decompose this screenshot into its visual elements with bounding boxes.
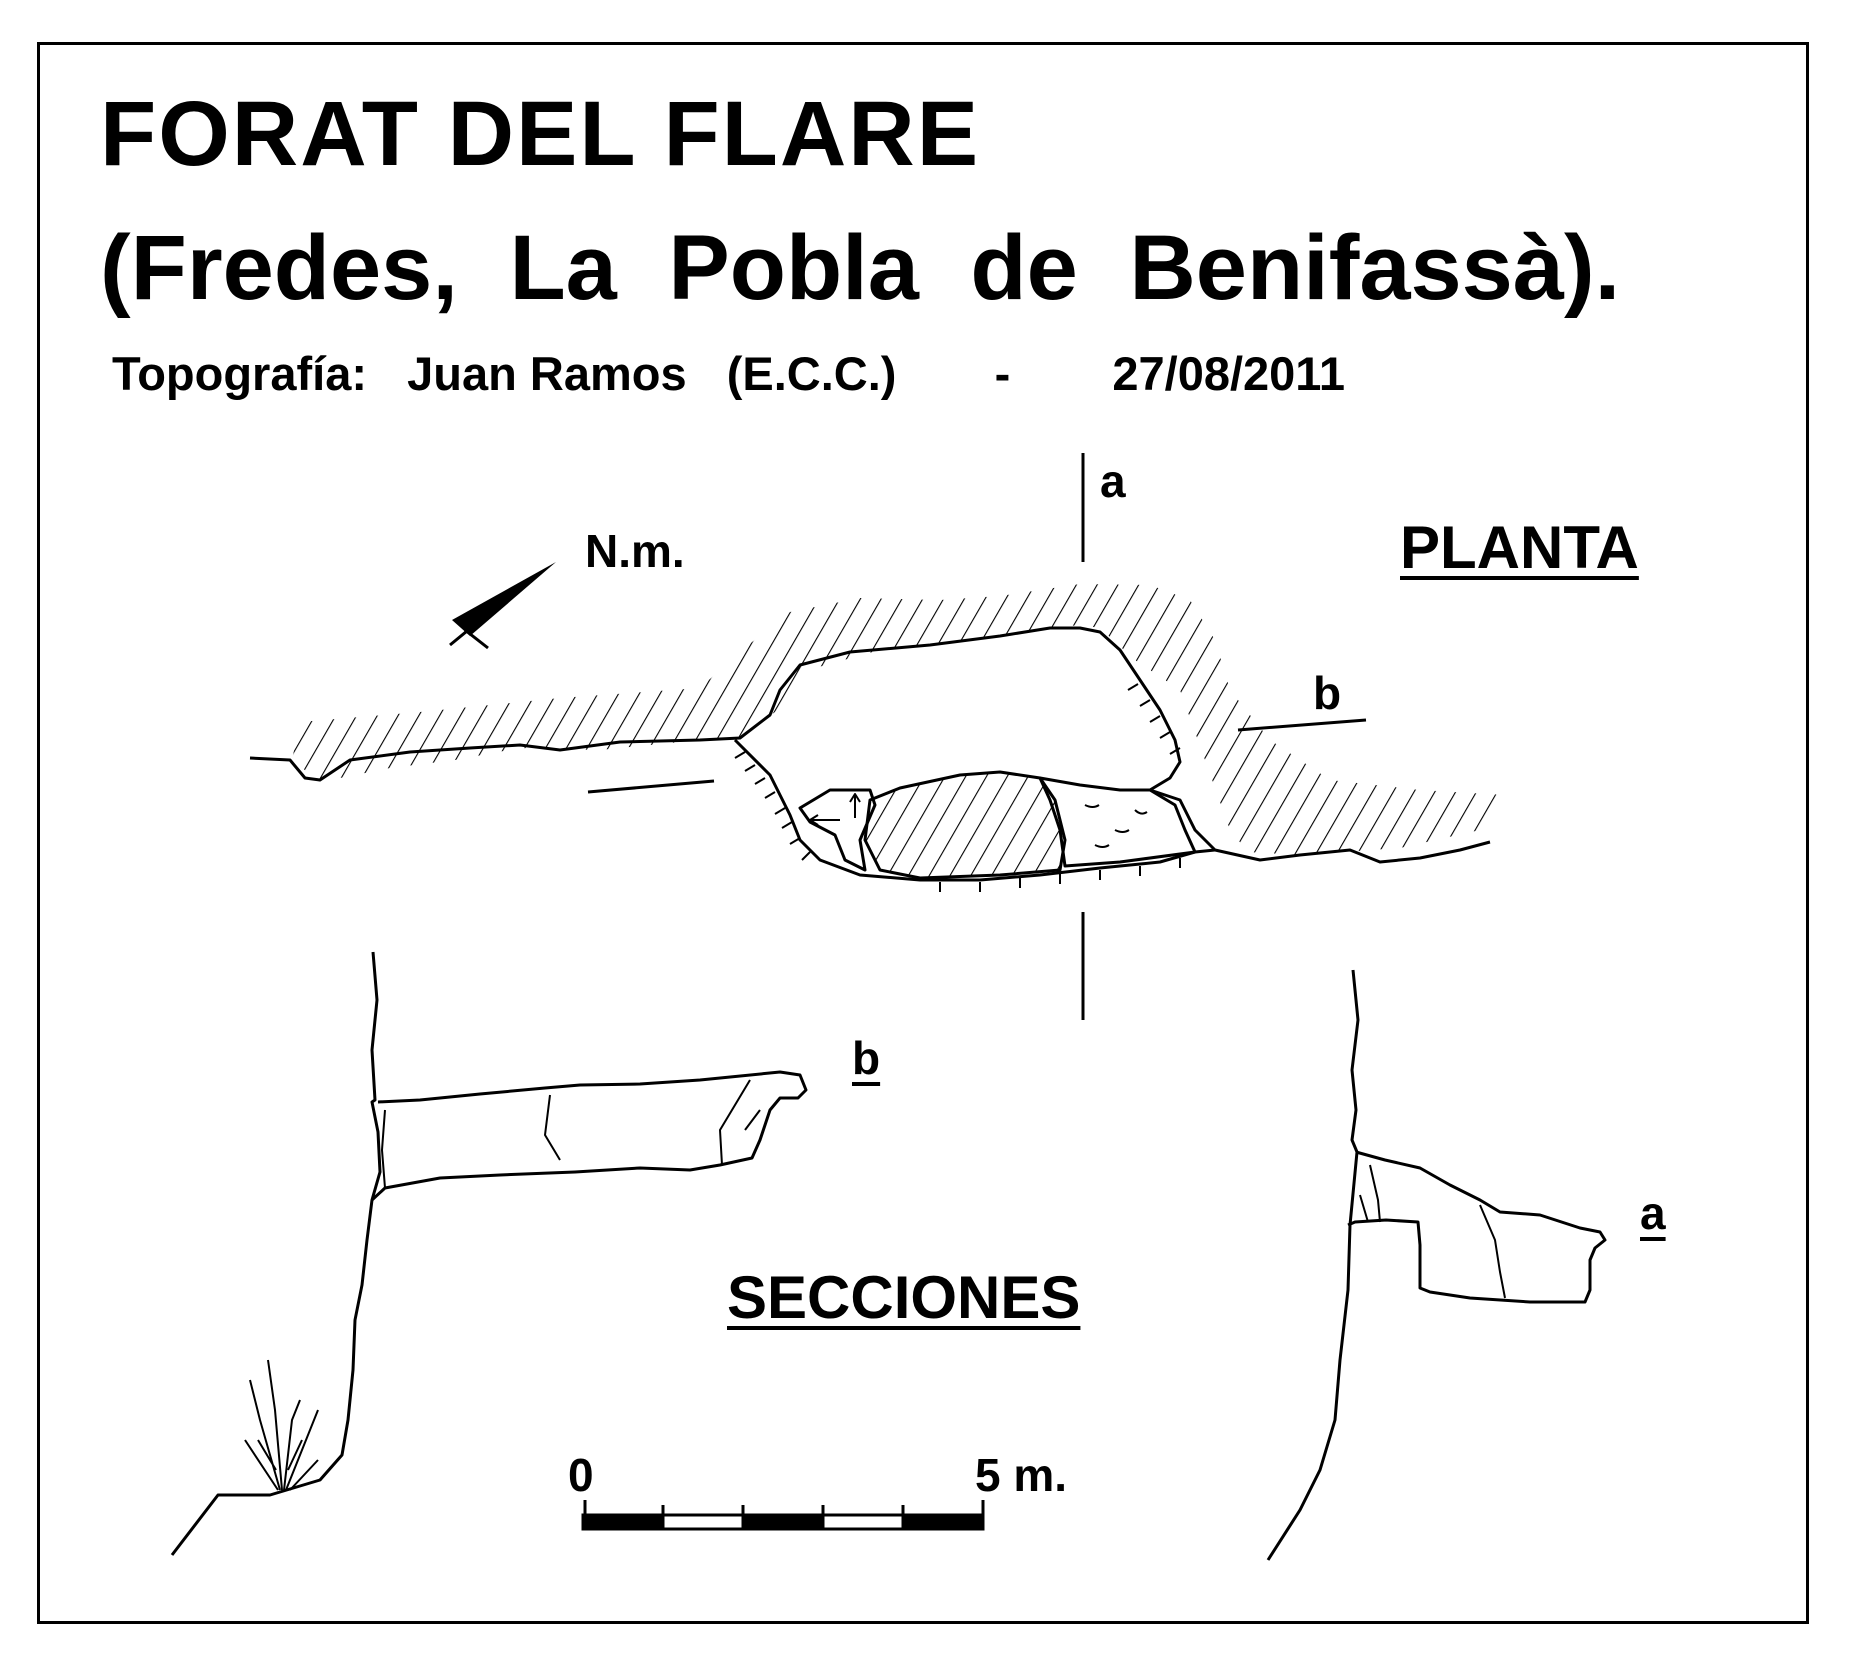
plan-arrow-icon (809, 793, 861, 826)
plan-floor-marks (1084, 804, 1148, 848)
north-arrow-icon (449, 562, 556, 650)
credits-group: (E.C.C.) (726, 347, 897, 400)
survey-credits: Topografía: Juan Ramos (E.C.C.) - 27/08/… (112, 350, 1345, 397)
map-title: FORAT DEL FLARE (100, 83, 981, 185)
credits-date: 27/08/2011 (1112, 347, 1345, 400)
section-b-label: b (852, 1032, 881, 1084)
drawing-frame (37, 42, 1809, 1624)
scale-start-label: 0 (568, 1449, 594, 1501)
wall-hatching (292, 584, 1505, 855)
credits-label: Topografía: (112, 347, 367, 400)
plan-chamber (733, 738, 1216, 882)
plan-floor-patch (1038, 776, 1197, 868)
plan-heading: PLANTA (1400, 514, 1639, 581)
credits-author: Juan Ramos (407, 347, 687, 400)
scale-bar (581, 1500, 985, 1531)
sections-heading: SECCIONES (727, 1264, 1081, 1331)
plan-rock-block (863, 770, 1067, 880)
scale-end-label: 5 m. (975, 1449, 1068, 1501)
section-a-label: a (1640, 1187, 1666, 1239)
section-a-profile (1266, 969, 1607, 1561)
cave-plan-view (249, 584, 1505, 892)
north-label: N.m. (585, 525, 685, 577)
plan-section-a-label: a (1100, 455, 1126, 507)
map-subtitle: (Fredes, La Pobla de Benifassà). (100, 217, 1621, 319)
section-b-profile (170, 951, 808, 1556)
grass-icon (244, 1359, 319, 1491)
plan-drop-ticks (734, 683, 1181, 892)
credits-separator: - (994, 347, 1011, 400)
plan-section-b-label: b (1313, 667, 1342, 719)
plan-pit (798, 788, 877, 872)
plan-outer-wall (249, 626, 1491, 864)
